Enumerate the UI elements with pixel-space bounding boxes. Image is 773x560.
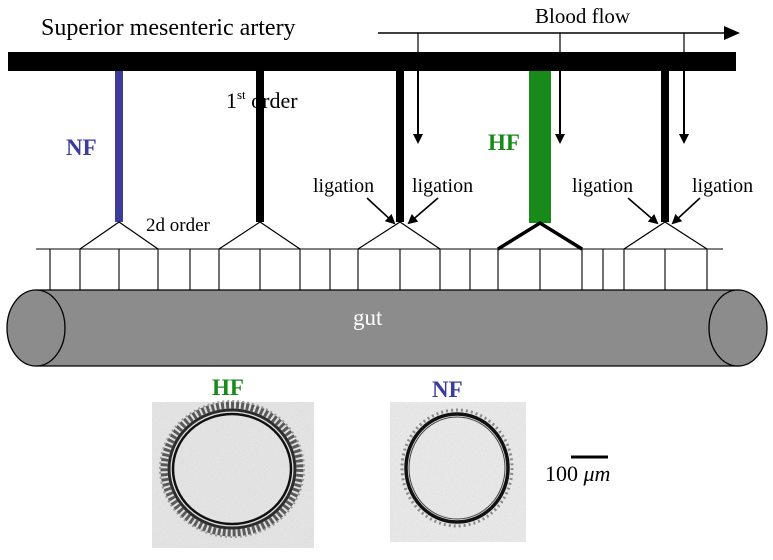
second-order-label: 2d order bbox=[146, 215, 211, 236]
hf-branch bbox=[529, 71, 551, 223]
vasa-recta bbox=[49, 249, 708, 290]
nf-branch bbox=[115, 71, 123, 222]
second-order-branch bbox=[623, 221, 708, 250]
ligation-label: ligation bbox=[692, 175, 753, 197]
ligation-arrow bbox=[366, 197, 396, 225]
scale-bar-label: 100 μm bbox=[545, 461, 610, 486]
micrograph-nf-label: NF bbox=[432, 377, 463, 402]
gut-label: gut bbox=[353, 305, 383, 330]
ligation-arrow bbox=[671, 197, 701, 225]
second-order-branch-hf bbox=[497, 220, 583, 251]
ligated-branch-2 bbox=[661, 71, 669, 222]
ligation-label: ligation bbox=[572, 175, 633, 197]
first-order-label: 1st order bbox=[226, 87, 298, 113]
gut-cylinder bbox=[6, 289, 768, 367]
artery-label: Superior mesenteric artery bbox=[41, 15, 296, 41]
second-order-branch bbox=[79, 221, 159, 250]
ligation-label: ligation bbox=[412, 175, 473, 197]
hf-branch-label: HF bbox=[488, 130, 520, 155]
ligation-arrow bbox=[407, 197, 439, 225]
second-order-branch bbox=[218, 221, 301, 250]
first-order-branch bbox=[256, 71, 264, 222]
ligation-label: ligation bbox=[313, 175, 374, 197]
hf-micrograph bbox=[152, 400, 314, 548]
ligated-branch-1 bbox=[396, 71, 404, 222]
second-order-branch bbox=[357, 221, 441, 250]
nf-micrograph bbox=[390, 402, 526, 542]
ligation-arrow bbox=[627, 197, 659, 225]
nf-branch-label: NF bbox=[66, 135, 97, 160]
blood-flow-label: Blood flow bbox=[535, 4, 631, 28]
micrograph-hf-label: HF bbox=[212, 375, 244, 400]
superior-mesenteric-artery bbox=[8, 52, 736, 71]
